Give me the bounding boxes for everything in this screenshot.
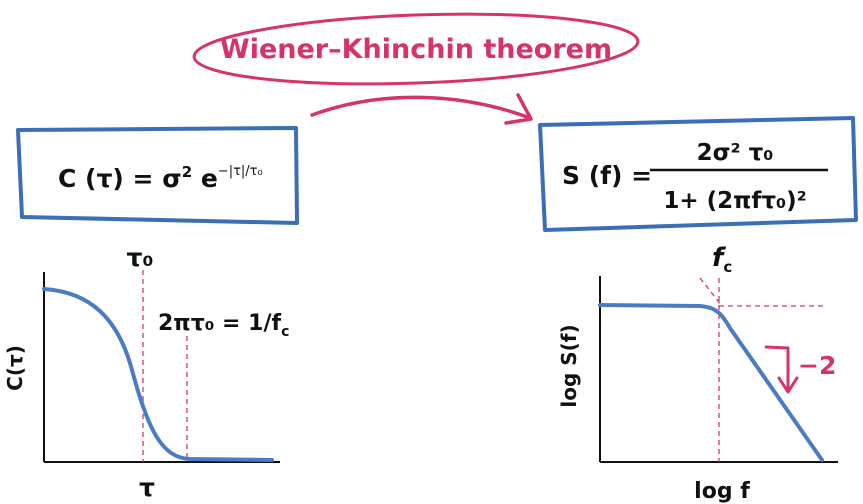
right-plot-slope-label: −2 xyxy=(798,351,836,380)
theorem-arrow-head xyxy=(504,93,533,125)
right-formula-lhs: S (f) = xyxy=(562,161,652,190)
right-plot-curve xyxy=(598,303,824,462)
left-plot-annotation: 2πτ₀ = 1/fc xyxy=(158,311,289,340)
slope-indicator xyxy=(764,345,790,392)
theorem-arrow xyxy=(310,95,532,120)
slope-indicator-head xyxy=(777,376,799,394)
theorem-ellipse xyxy=(192,12,640,86)
right-formula-denominator: 1+ (2πfτ₀)² xyxy=(663,188,806,214)
right-plot-asymptote xyxy=(699,277,723,307)
right-formula-box xyxy=(538,116,858,232)
right-plot-ylabel: log S(f) xyxy=(557,324,581,407)
right-plot-marker-label: fc xyxy=(712,243,732,276)
left-formula-box xyxy=(16,126,299,225)
left-plot-xlabel: τ xyxy=(139,473,155,502)
left-formula: C (τ) = σ2 e−|τ|/τ₀ xyxy=(58,163,263,193)
theorem-label: Wiener–Khinchin theorem xyxy=(220,34,612,65)
left-plot-ylabel: C(τ) xyxy=(3,345,27,391)
left-plot-marker-label: τ₀ xyxy=(127,243,154,272)
right-formula-numerator: 2σ² τ₀ xyxy=(697,140,774,166)
right-plot-xlabel: log f xyxy=(694,479,750,504)
left-plot-curve xyxy=(42,287,274,462)
